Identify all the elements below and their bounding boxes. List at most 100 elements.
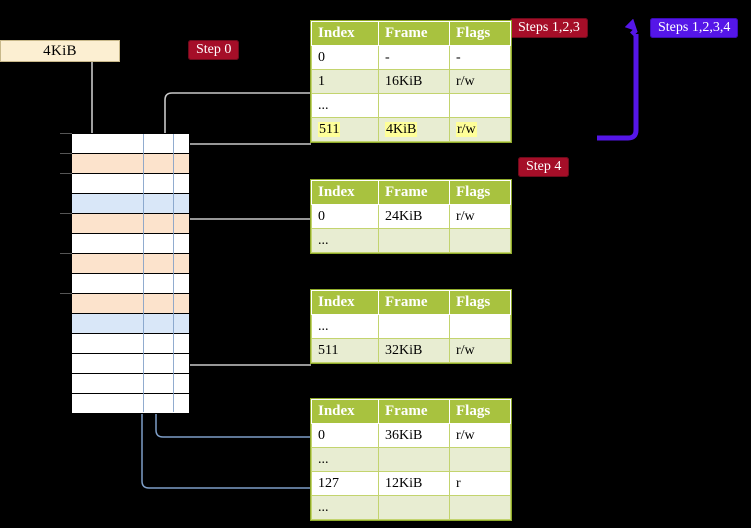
table-cell-index: 0 xyxy=(311,204,379,229)
memory-row xyxy=(72,134,189,154)
table-cell-frame xyxy=(378,447,450,472)
memory-column-separator xyxy=(173,134,174,412)
connector-table2-row0 xyxy=(174,218,311,252)
table-cell-frame: 32KiB xyxy=(378,338,450,363)
table-cell-flags: r/w xyxy=(449,204,511,229)
memory-row xyxy=(72,294,189,314)
memory-row xyxy=(72,154,189,174)
table-cell-index: 127 xyxy=(311,471,379,496)
table-header-frame: Frame xyxy=(378,180,450,205)
memory-row xyxy=(72,214,189,234)
table-cell-frame: - xyxy=(378,45,450,70)
connector-steps-bracket xyxy=(597,34,639,141)
highlighted-value: 511 xyxy=(318,121,341,137)
memory-row xyxy=(72,194,189,214)
table-cell-flags: r xyxy=(449,471,511,496)
memory-row xyxy=(72,334,189,354)
highlighted-value: 4KiB xyxy=(385,121,418,137)
memory-tick xyxy=(60,213,72,214)
table-cell-frame xyxy=(378,314,450,339)
table-cell-frame: 16KiB xyxy=(378,69,450,94)
table-header-frame: Frame xyxy=(378,399,450,424)
table-row: 0-- xyxy=(311,45,511,70)
table-cell-index: ... xyxy=(311,495,379,520)
table-cell-flags: r/w xyxy=(449,423,511,448)
table-cell-flags xyxy=(449,314,511,339)
memory-row xyxy=(72,394,189,414)
table-cell-index: 511 xyxy=(311,117,379,142)
memory-tick xyxy=(60,153,72,154)
memory-tick xyxy=(60,133,72,134)
highlighted-value: r/w xyxy=(456,121,477,137)
memory-tick xyxy=(60,293,72,294)
table-header-frame: Frame xyxy=(378,290,450,315)
badge-steps-1234: Steps 1,2,3,4 xyxy=(650,18,739,38)
table-header-flags: Flags xyxy=(449,21,511,46)
table-row: ... xyxy=(311,93,511,118)
table-cell-flags: - xyxy=(449,45,511,70)
table-cell-flags xyxy=(449,228,511,253)
table-cell-flags: r/w xyxy=(449,69,511,94)
size-banner: 4KiB xyxy=(0,40,120,62)
size-banner-label: 4KiB xyxy=(43,43,77,59)
table-header-index: Index xyxy=(311,21,379,46)
table-row: ... xyxy=(311,447,511,472)
badge-steps-123: Steps 1,2,3 xyxy=(510,18,588,38)
table-cell-index: 1 xyxy=(311,69,379,94)
table-header-index: Index xyxy=(311,180,379,205)
table-cell-frame: 36KiB xyxy=(378,423,450,448)
memory-row xyxy=(72,174,189,194)
memory-row xyxy=(72,374,189,394)
table-cell-flags xyxy=(449,447,511,472)
table-header-index: Index xyxy=(311,399,379,424)
table-cell-index: ... xyxy=(311,93,379,118)
table-cell-frame: 12KiB xyxy=(378,471,450,496)
memory-row xyxy=(72,314,189,334)
memory-tick xyxy=(60,253,72,254)
table-cell-flags xyxy=(449,495,511,520)
table-header-index: Index xyxy=(311,290,379,315)
table-cell-index: 0 xyxy=(311,45,379,70)
table-cell-frame xyxy=(378,228,450,253)
table-cell-index: ... xyxy=(311,314,379,339)
memory-column-separator xyxy=(143,134,144,412)
table-row: ... xyxy=(311,314,511,339)
table-header-flags: Flags xyxy=(449,180,511,205)
memory-row xyxy=(72,354,189,374)
table-row: ... xyxy=(311,228,511,253)
memory-column xyxy=(71,133,190,414)
table-cell-frame: 4KiB xyxy=(378,117,450,142)
table-cell-flags xyxy=(449,93,511,118)
table-cell-frame: 24KiB xyxy=(378,204,450,229)
table-cell-index: ... xyxy=(311,447,379,472)
table-row: ... xyxy=(311,495,511,520)
table-cell-flags: r/w xyxy=(449,117,511,142)
table-header-frame: Frame xyxy=(378,21,450,46)
table-cell-index: ... xyxy=(311,228,379,253)
table-cell-flags: r/w xyxy=(449,338,511,363)
badge-step-4: Step 4 xyxy=(518,157,570,177)
badge-step-0: Step 0 xyxy=(188,40,240,60)
table-row: 511 4KiB r/w xyxy=(311,117,511,142)
memory-row xyxy=(72,254,189,274)
table-cell-index: 511 xyxy=(311,338,379,363)
table-cell-frame xyxy=(378,495,450,520)
table-cell-index: 0 xyxy=(311,423,379,448)
table-cell-frame xyxy=(378,93,450,118)
table-header-flags: Flags xyxy=(449,290,511,315)
connector-steps-arrowhead xyxy=(624,18,638,37)
memory-tick xyxy=(60,173,72,174)
memory-row xyxy=(72,274,189,294)
memory-row xyxy=(72,234,189,254)
table-header-flags: Flags xyxy=(449,399,511,424)
connector-table1-row511 xyxy=(174,143,311,152)
